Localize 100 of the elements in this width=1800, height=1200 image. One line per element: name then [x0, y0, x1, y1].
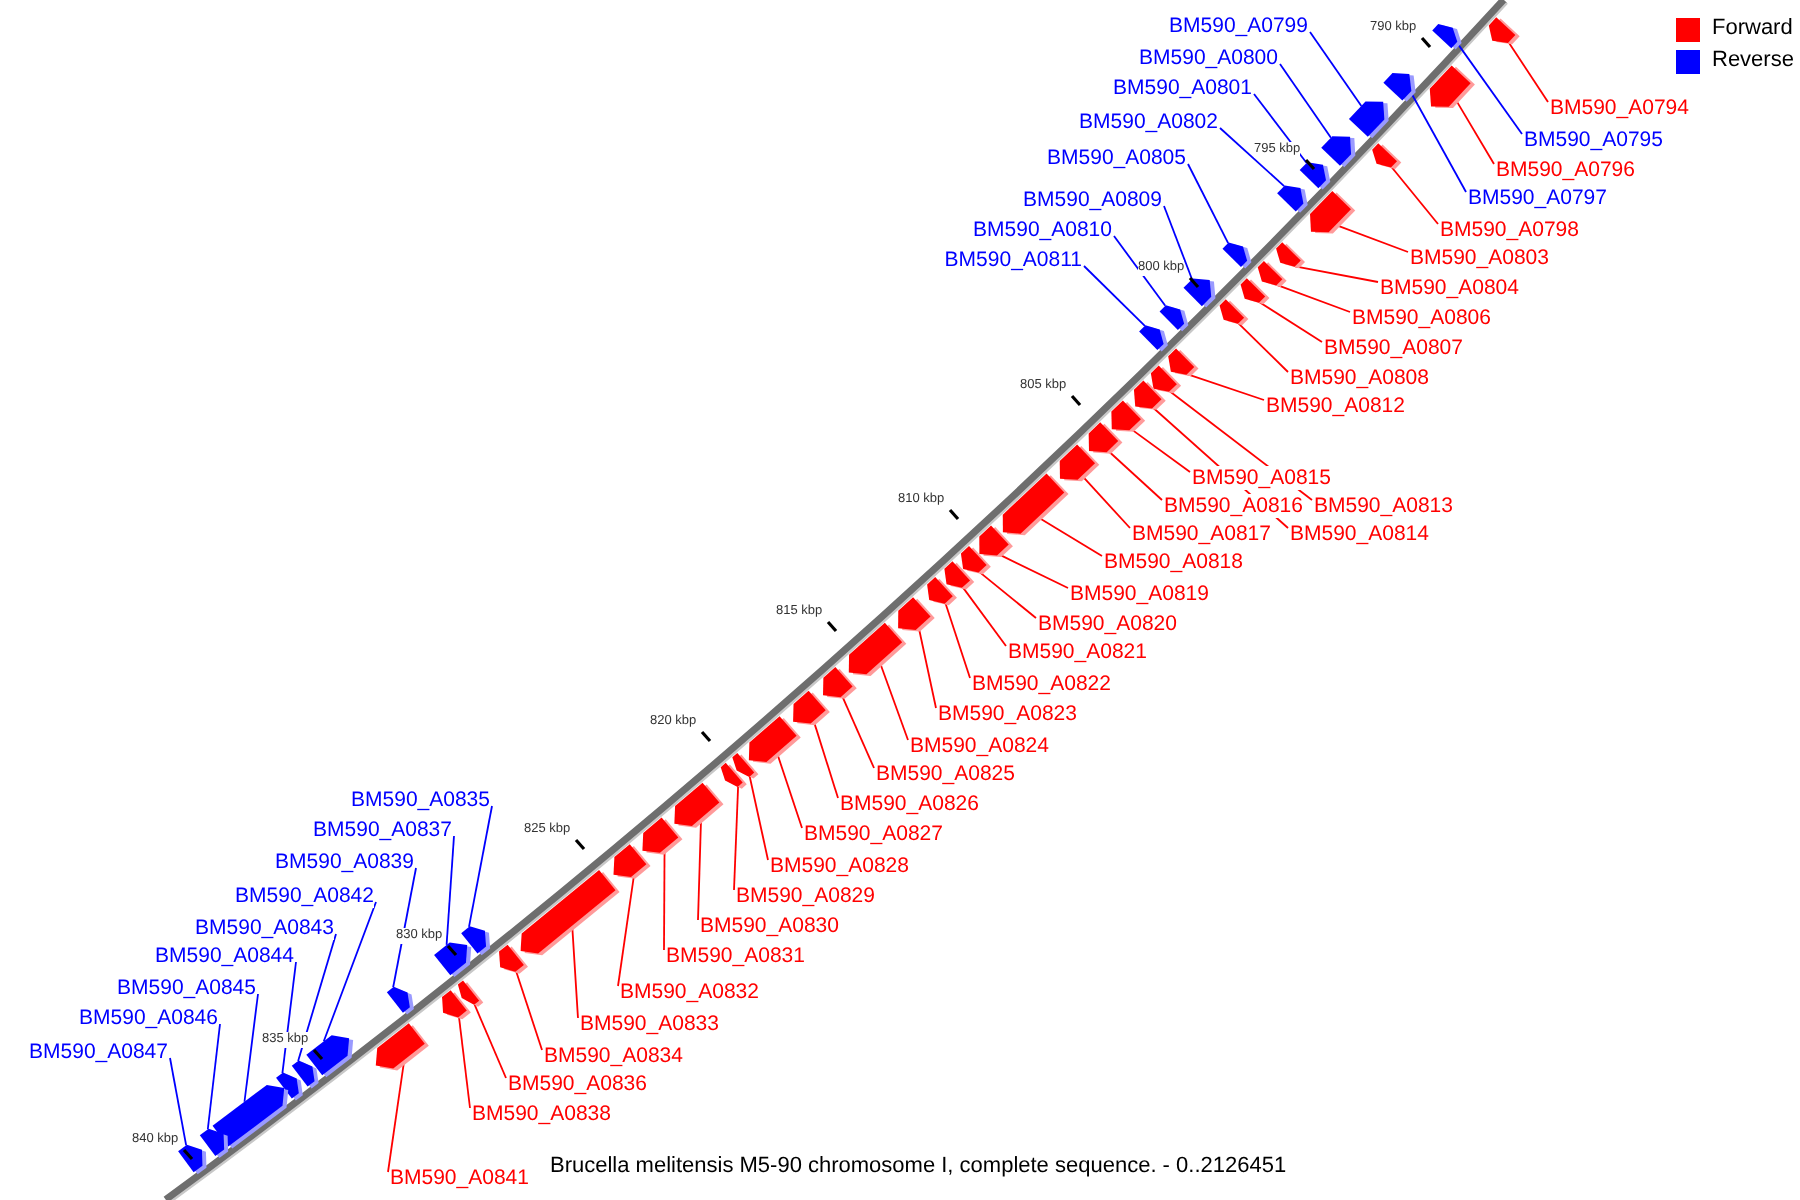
gene-label: BM590_A0821 — [1008, 640, 1147, 664]
gene-label: BM590_A0845 — [117, 976, 256, 1000]
leader-line — [997, 553, 1069, 589]
gene-label: BM590_A0827 — [804, 822, 943, 846]
leader-line — [169, 1057, 188, 1147]
gene-label: BM590_A0814 — [1290, 522, 1429, 546]
gene-feature — [613, 844, 651, 879]
gene-label: BM590_A0819 — [1070, 582, 1209, 606]
gene-feature — [1219, 299, 1249, 326]
gene-label: BM590_A0831 — [666, 944, 805, 968]
leader-line — [1163, 205, 1193, 281]
leader-line — [1186, 373, 1265, 401]
gene-feature — [520, 870, 620, 956]
gene-feature — [748, 716, 801, 764]
gene-feature — [898, 597, 935, 632]
gene-label: BM590_A0800 — [1139, 46, 1278, 70]
leader-line — [297, 933, 337, 1062]
leader-line — [281, 961, 297, 1074]
gene-feature — [979, 525, 1013, 558]
leader-line — [445, 835, 455, 946]
gene-label: BM590_A0829 — [736, 884, 875, 908]
leader-line — [1275, 284, 1351, 313]
gene-label: BM590_A0808 — [1290, 366, 1429, 390]
gene-label: BM590_A0811 — [944, 248, 1082, 272]
leader-line — [1187, 163, 1230, 244]
gene-label: BM590_A0799 — [1169, 14, 1308, 38]
gene-feature — [499, 944, 528, 974]
gene-feature — [823, 667, 857, 699]
gene-label: BM590_A0797 — [1468, 186, 1607, 210]
leader-line — [812, 719, 839, 799]
legend-label: Forward — [1712, 16, 1793, 42]
leader-line — [206, 1023, 221, 1131]
gene-feature — [1059, 444, 1100, 482]
gene-feature — [1321, 136, 1356, 168]
gene-feature — [212, 1084, 289, 1149]
gene-feature — [793, 690, 830, 726]
gene-label: BM590_A0807 — [1324, 336, 1463, 360]
gene-label: BM590_A0803 — [1410, 246, 1549, 270]
gene-feature — [1372, 143, 1402, 169]
gene-feature — [1488, 17, 1520, 45]
gene-feature — [674, 782, 724, 828]
gene-label: BM590_A0835 — [351, 788, 490, 812]
leader-line — [1253, 93, 1308, 164]
gene-label: BM590_A0822 — [972, 672, 1111, 696]
leader-line — [1107, 449, 1163, 501]
gene-label: BM590_A0833 — [580, 1012, 719, 1036]
gene-label: BM590_A0841 — [390, 1166, 529, 1190]
gene-label: BM590_A0820 — [1038, 612, 1177, 636]
leader-line — [473, 1003, 507, 1079]
gene-feature — [1002, 473, 1069, 536]
gene-label: BM590_A0810 — [973, 218, 1112, 242]
leader-line — [733, 785, 739, 891]
leader-line — [617, 873, 635, 987]
gene-label: BM590_A0844 — [155, 944, 294, 968]
gene-feature — [927, 577, 957, 606]
leader-line — [748, 775, 769, 861]
legend-label: Reverse — [1712, 48, 1794, 74]
gene-feature — [1168, 348, 1199, 377]
leader-line — [917, 626, 937, 709]
gene-feature — [1257, 260, 1287, 287]
leader-line — [468, 805, 493, 928]
gene-feature — [442, 990, 471, 1020]
gene-feature — [1183, 278, 1216, 308]
gene-feature — [1088, 422, 1123, 454]
leader-line — [1081, 474, 1131, 529]
leader-line — [392, 867, 417, 989]
gene-label: BM590_A0798 — [1440, 218, 1579, 242]
leader-line — [515, 970, 543, 1051]
gene-label: BM590_A0818 — [1104, 550, 1243, 574]
gene-label: BM590_A0847 — [29, 1040, 168, 1064]
gene-feature — [1299, 162, 1331, 190]
leader-line — [1334, 224, 1409, 253]
leader-line — [841, 694, 875, 769]
gene-label: BM590_A0828 — [770, 854, 909, 878]
gene-label: BM590_A0823 — [938, 702, 1077, 726]
gene-feature — [960, 546, 991, 575]
leader-line — [1237, 322, 1289, 373]
gene-label: BM590_A0801 — [1113, 76, 1252, 100]
gene-feature — [178, 1144, 207, 1175]
gene-label: BM590_A0795 — [1524, 128, 1663, 152]
leader-line — [978, 571, 1037, 619]
gene-label: BM590_A0813 — [1314, 494, 1453, 518]
gene-feature — [1159, 305, 1189, 332]
leader-line — [1454, 98, 1495, 165]
gene-feature — [1432, 24, 1462, 50]
gene-label: BM590_A0830 — [700, 914, 839, 938]
gene-feature — [1310, 191, 1356, 234]
gene-feature — [375, 1023, 429, 1071]
gene-feature — [642, 817, 683, 855]
gene-label: BM590_A0796 — [1496, 158, 1635, 182]
gene-label: BM590_A0842 — [235, 884, 374, 908]
gene-label: BM590_A0839 — [275, 850, 414, 874]
leader-line — [243, 993, 259, 1103]
gene-feature — [1222, 242, 1252, 269]
gene-label: BM590_A0809 — [1023, 188, 1162, 212]
gene-label: BM590_A0817 — [1132, 522, 1271, 546]
gene-label: BM590_A0834 — [544, 1044, 683, 1068]
leader-line — [944, 602, 971, 679]
gene-label: BM590_A0825 — [876, 762, 1015, 786]
leader-line — [1279, 63, 1332, 139]
